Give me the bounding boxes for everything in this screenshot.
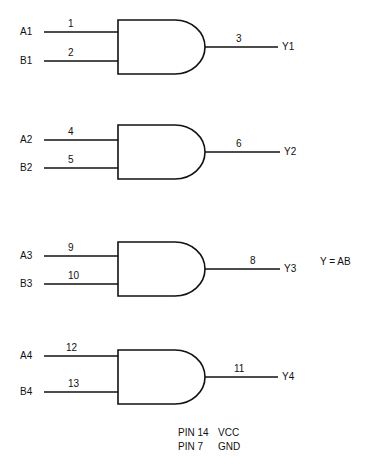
pin-number: 2	[68, 47, 74, 59]
signal-name: B4	[20, 386, 32, 398]
input-wire	[44, 167, 118, 169]
pin-number: 5	[68, 154, 74, 166]
pin-number: 12	[66, 342, 77, 354]
signal-name: B1	[20, 55, 32, 67]
pin-number: 3	[236, 33, 242, 45]
pin-number: 11	[234, 363, 244, 375]
signal-name: A3	[20, 250, 32, 262]
and-gate-symbol	[118, 350, 205, 404]
pin-number: 1	[68, 18, 74, 30]
signal-name: Y4	[282, 371, 294, 383]
and-gate-symbol	[118, 242, 205, 296]
output-wire	[205, 268, 280, 270]
power-pin-note: VCC	[218, 427, 239, 439]
input-wire	[44, 391, 118, 393]
signal-name: A2	[20, 134, 32, 146]
and-gate-symbol	[118, 20, 205, 74]
pin-number: 8	[250, 255, 256, 267]
signal-name: B2	[20, 162, 32, 174]
power-pin-note: GND	[218, 441, 240, 453]
power-pin-note: PIN 14	[178, 427, 209, 439]
signal-name: Y2	[284, 146, 296, 158]
signal-name: Y3	[284, 263, 296, 275]
power-pin-note: PIN 7	[178, 441, 203, 453]
signal-name: B3	[20, 278, 32, 290]
signal-name: Y1	[282, 41, 294, 53]
input-wire	[44, 355, 118, 357]
input-wire	[44, 60, 118, 62]
and-gate-symbol	[118, 125, 205, 179]
signal-name: A4	[20, 350, 32, 362]
pin-number: 9	[68, 242, 74, 254]
output-wire	[205, 376, 278, 378]
output-wire	[205, 46, 278, 48]
input-wire	[44, 283, 118, 285]
pin-number: 6	[236, 138, 242, 150]
output-wire	[205, 151, 280, 153]
signal-name: A1	[20, 26, 32, 38]
input-wire	[44, 139, 118, 141]
pin-number: 10	[68, 270, 79, 282]
input-wire	[44, 31, 118, 33]
pin-number: 13	[68, 378, 79, 390]
equation-note: Y = AB	[320, 256, 351, 268]
pin-number: 4	[68, 126, 74, 138]
input-wire	[44, 255, 118, 257]
